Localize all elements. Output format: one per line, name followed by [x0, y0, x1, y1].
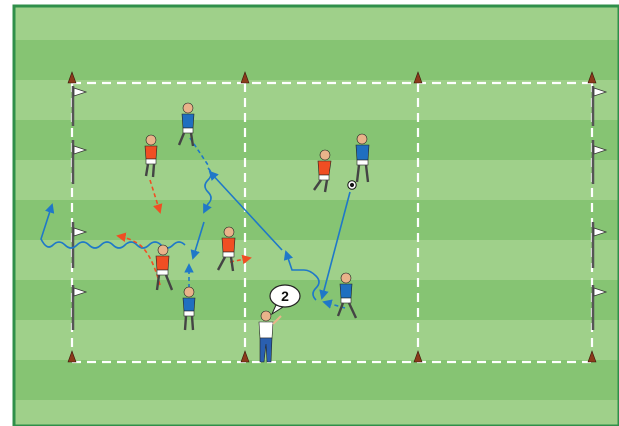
coach-callout-number: 2	[281, 288, 289, 304]
